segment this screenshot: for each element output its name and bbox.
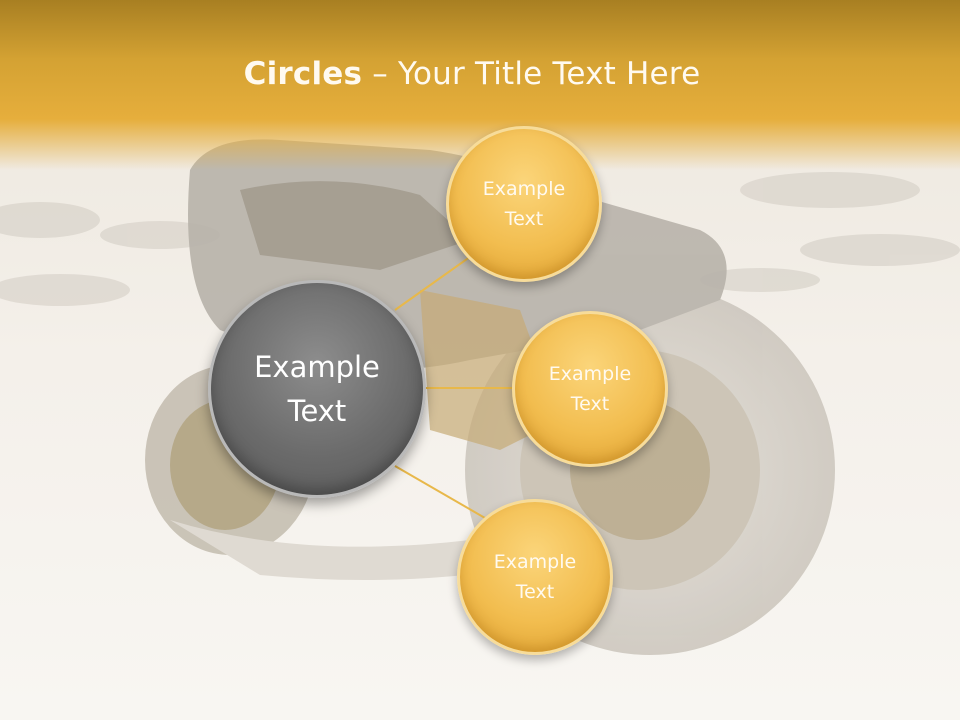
center-circle-line1: Example xyxy=(254,350,380,384)
title-rest: – Your Title Text Here xyxy=(362,56,701,92)
outer-circle-middle[interactable]: Example Text xyxy=(512,311,668,467)
outer-circle-label-line2: Text xyxy=(515,581,555,603)
center-circle-line2: Text xyxy=(287,394,347,428)
outer-circle-label-line1: Example xyxy=(548,363,632,385)
title-bold: Circles xyxy=(243,56,363,92)
outer-circle-label-line1: Example xyxy=(482,178,566,200)
outer-circle-label-line2: Text xyxy=(570,393,610,415)
slide-title: Circles – Your Title Text Here xyxy=(0,56,944,92)
center-circle[interactable]: Example Text xyxy=(208,280,426,498)
outer-circle-label-line2: Text xyxy=(504,208,544,230)
outer-circle-top[interactable]: Example Text xyxy=(446,126,602,282)
outer-circle-bottom[interactable]: Example Text xyxy=(457,499,613,655)
outer-circle-label-line1: Example xyxy=(493,551,577,573)
connector-line-bottom xyxy=(394,465,486,519)
connector-line-top xyxy=(394,253,475,311)
